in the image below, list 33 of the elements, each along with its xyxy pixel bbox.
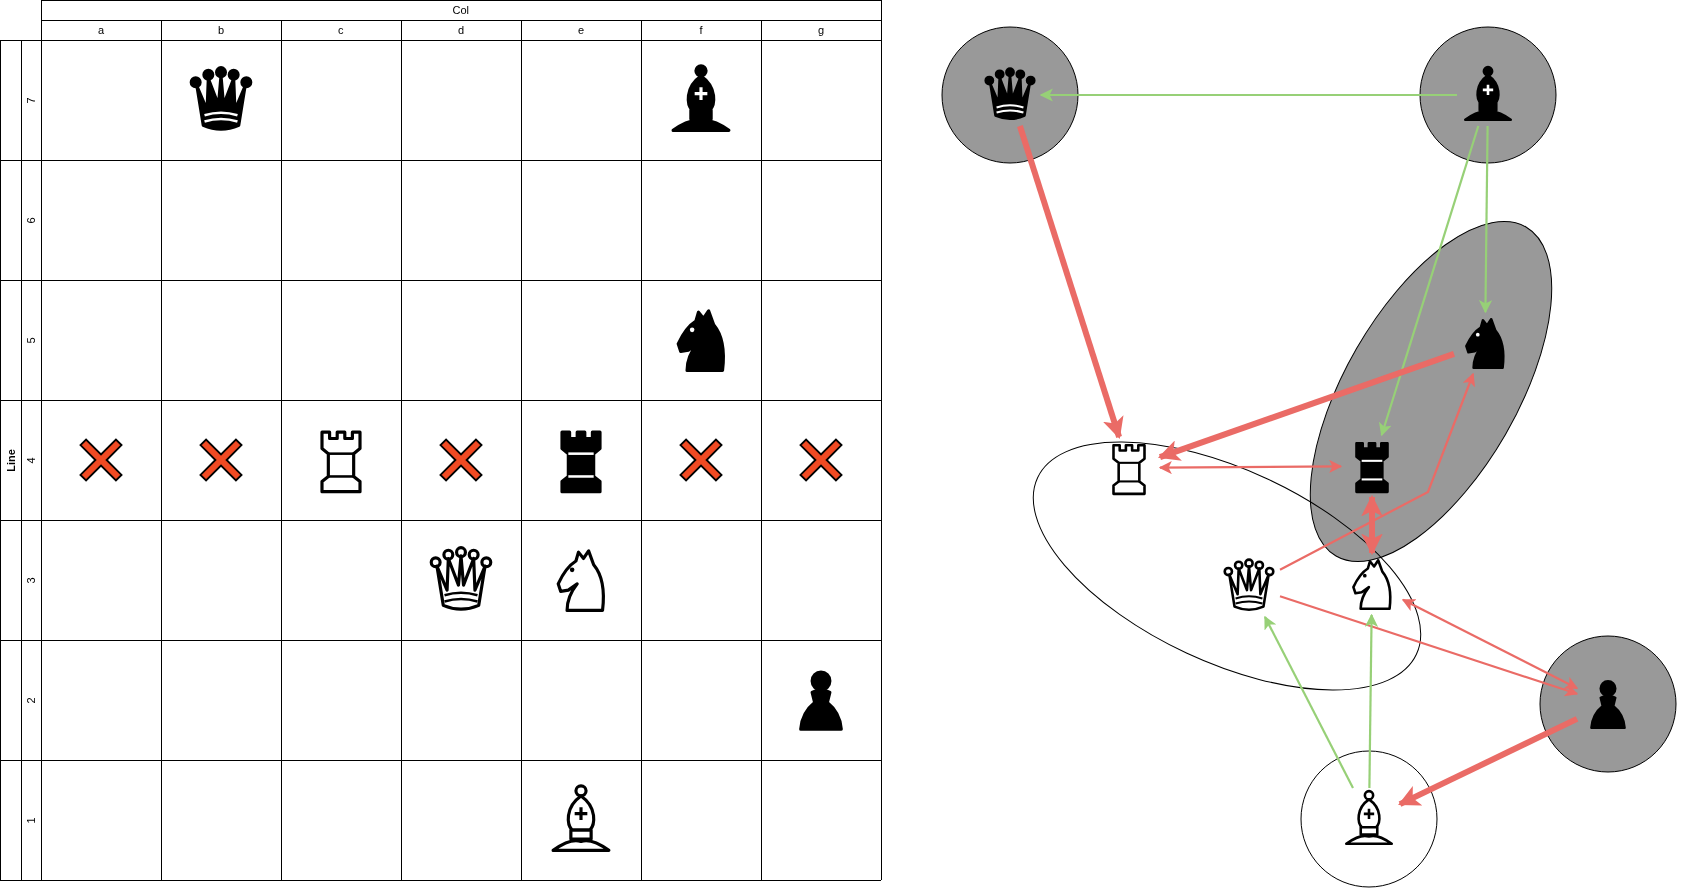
coordinate-label: e: [578, 24, 585, 36]
arrow: [1361, 494, 1383, 556]
coordinate-label: b: [218, 24, 225, 36]
coordinate-label: f: [699, 24, 703, 36]
arrow: [1264, 615, 1354, 789]
circle-shape: [941, 26, 1079, 164]
arrow: [1017, 125, 1124, 440]
arrow: [1157, 351, 1455, 461]
arrow: [1378, 125, 1480, 437]
coordinate-label: c: [338, 24, 344, 36]
arrow: [1279, 372, 1475, 571]
arrow: [1478, 126, 1493, 314]
arrow: [1039, 88, 1457, 102]
coordinate-label: 6: [25, 216, 37, 224]
coordinate-label: g: [818, 24, 825, 36]
coordinate-label: 7: [25, 96, 37, 104]
arrow: [1158, 459, 1343, 475]
circle-shape: [1539, 635, 1677, 773]
circle-shape: [1300, 750, 1438, 888]
coordinate-label: 5: [25, 336, 37, 344]
circle-shape: [1419, 26, 1557, 164]
header-label: Line: [5, 448, 17, 472]
coordinate-label: 3: [25, 576, 37, 584]
coordinate-label: 1: [25, 816, 37, 824]
coordinate-label: d: [458, 24, 465, 36]
coordinate-label: a: [98, 24, 105, 36]
arrow: [1364, 613, 1379, 788]
coordinate-label: 4: [25, 456, 37, 464]
arrow: [1279, 595, 1579, 697]
coordinate-label: 2: [25, 696, 37, 704]
header-label: Col: [452, 4, 469, 16]
arrow: [1398, 716, 1579, 807]
arrow: [1401, 598, 1579, 690]
